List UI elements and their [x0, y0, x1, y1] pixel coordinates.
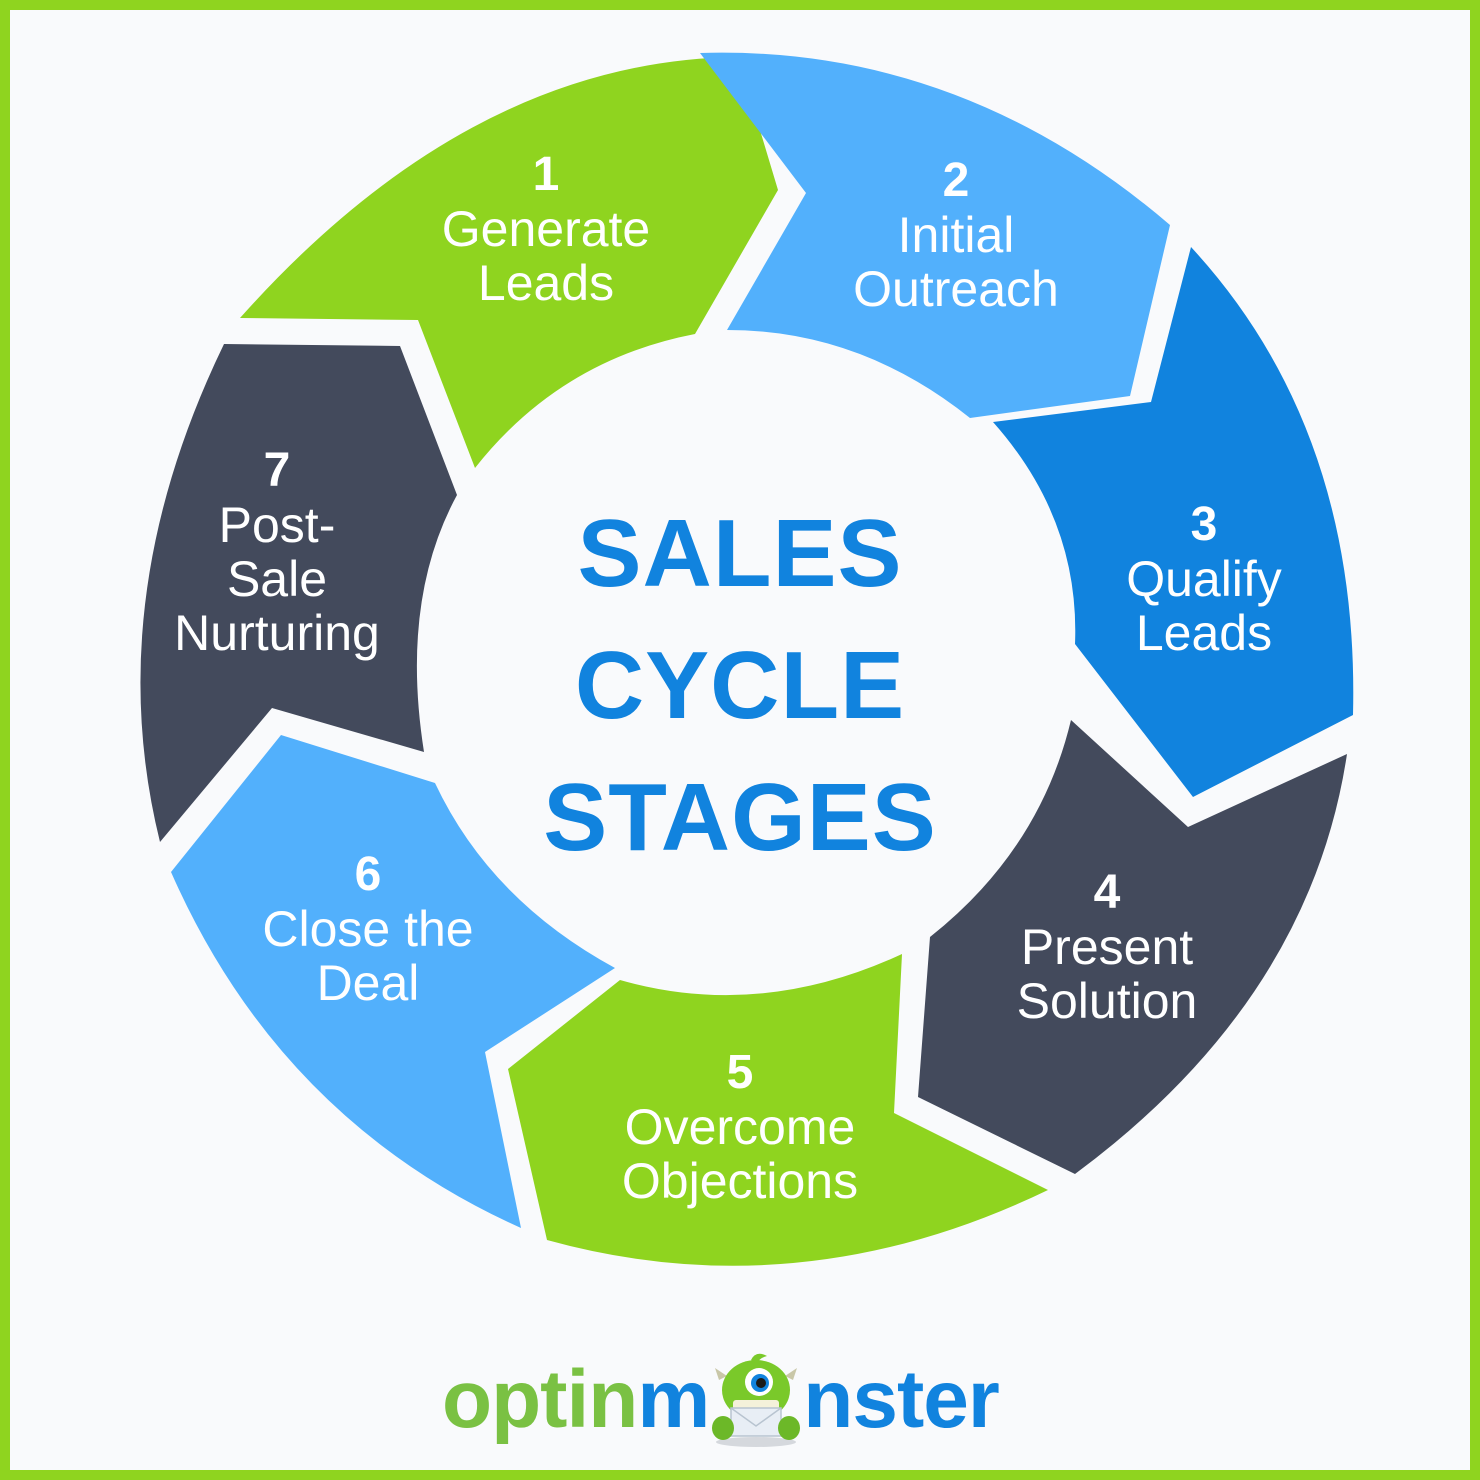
title-line-2: CYCLE: [574, 632, 906, 739]
segment-5-overcome-objections: [508, 954, 1048, 1266]
logo-text-optin: optin: [442, 1354, 638, 1445]
stage-7-line-3: Nurturing: [174, 605, 380, 661]
stage-6-line-2: Deal: [316, 955, 420, 1011]
stage-7-number: 7: [263, 444, 291, 497]
logo-text-nster: nster: [803, 1354, 1000, 1445]
title-line-1: SALES: [577, 500, 903, 607]
segment-6-close-the-deal: [171, 735, 615, 1228]
stage-2-label: 2 Initial Outreach: [853, 154, 1059, 316]
stage-5-label: 5 Overcome Objections: [622, 1046, 858, 1208]
stage-6-label: 6 Close the Deal: [262, 848, 473, 1010]
stage-7-line-1: Post-: [218, 497, 336, 553]
stage-1-label: 1 Generate Leads: [442, 148, 650, 310]
title-line-3: STAGES: [543, 764, 937, 871]
stage-2-number: 2: [942, 154, 970, 207]
diagram-title: SALES CYCLE STAGES: [543, 488, 937, 884]
stage-3-line-1: Qualify: [1126, 551, 1282, 607]
segment-3-qualify-leads: [993, 247, 1354, 797]
stage-5-number: 5: [726, 1046, 754, 1099]
stage-4-line-1: Present: [1020, 919, 1194, 975]
stage-6-number: 6: [354, 848, 382, 901]
stage-2-line-1: Initial: [897, 207, 1015, 263]
stage-5-line-2: Objections: [621, 1153, 859, 1209]
stage-7-label: 7 Post- Sale Nurturing: [174, 444, 380, 660]
stage-7-line-2: Sale: [226, 551, 328, 607]
stage-3-number: 3: [1190, 498, 1218, 551]
stage-6-line-1: Close the: [262, 901, 474, 957]
stage-4-line-2: Solution: [1016, 973, 1198, 1029]
stage-1-line-1: Generate: [441, 201, 651, 257]
stage-2-line-2: Outreach: [853, 261, 1059, 317]
optinmonster-logo: optin m nster: [442, 1350, 1000, 1450]
stage-3-line-2: Leads: [1135, 605, 1273, 661]
stage-3-label: 3 Qualify Leads: [1126, 498, 1282, 660]
stage-5-line-1: Overcome: [624, 1099, 856, 1155]
stage-4-number: 4: [1093, 866, 1121, 919]
segment-4-present-solution: [918, 720, 1347, 1174]
segment-7-post-sale-nurturing: [140, 344, 457, 842]
segment-1-generate-leads: [240, 57, 778, 468]
stage-1-line-2: Leads: [477, 255, 615, 311]
stage-4-label: 4 Present Solution: [1017, 866, 1198, 1028]
monster-mascot-icon: [711, 1350, 801, 1450]
logo-text-m: m: [637, 1354, 710, 1445]
stage-1-number: 1: [532, 148, 560, 201]
segment-2-initial-outreach: [700, 52, 1170, 418]
